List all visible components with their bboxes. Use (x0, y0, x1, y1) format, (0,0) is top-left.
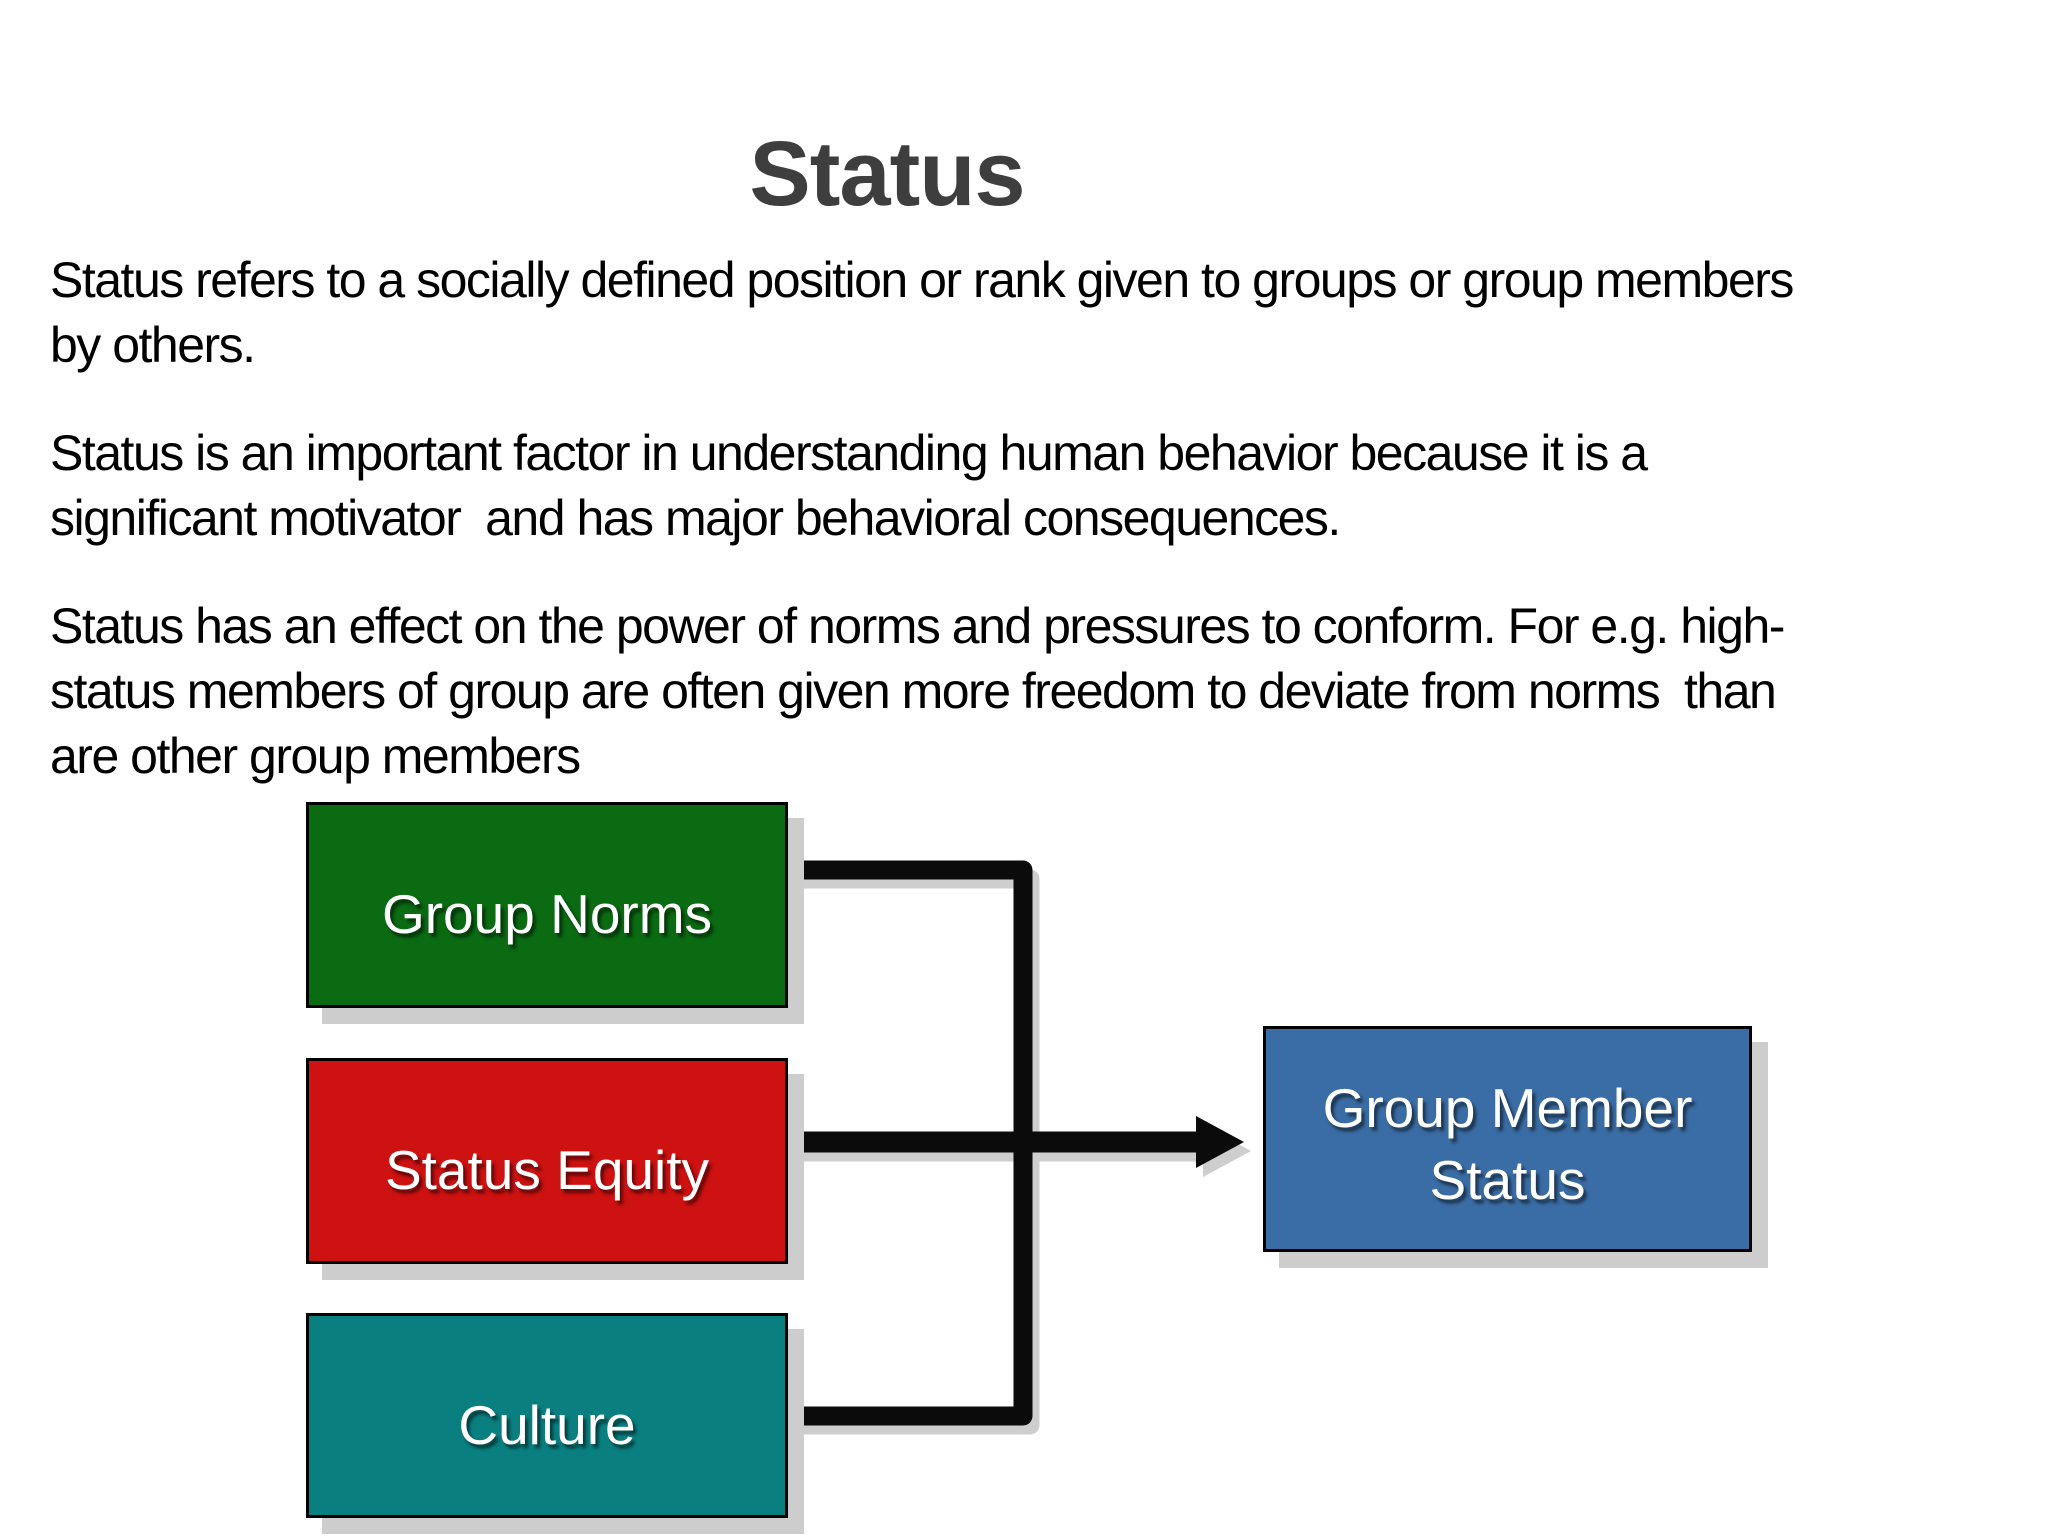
paragraph-3-line-3: are other group members (50, 728, 581, 784)
paragraph-1-line-1: Status refers to a socially defined posi… (50, 252, 1794, 308)
target-label-line-2: Status (1429, 1149, 1586, 1211)
diagram-box-status-equity: Status Equity (306, 1058, 788, 1264)
diagram-box-group-norms: Group Norms (306, 802, 788, 1008)
diagram-box-group-norms-label: Group Norms (381, 883, 713, 945)
paragraph-1-line-2: by others. (50, 317, 256, 373)
diagram-box-status-equity-label: Status Equity (384, 1139, 710, 1201)
elbow-connector (786, 860, 1033, 1426)
slide-title: Status (749, 123, 1025, 225)
paragraph-2-line-2: significant motivator and has major beha… (50, 490, 1341, 546)
body-text: Status refers to a socially defined posi… (50, 248, 2010, 832)
paragraph-2-line-1: Status is an important factor in underst… (50, 425, 1648, 481)
diagram-box-culture-label: Culture (458, 1393, 636, 1456)
target-label-line-1: Group Member (1322, 1077, 1693, 1139)
diagram-box-culture: Culture (306, 1313, 788, 1518)
paragraph-3: Status has an effect on the power of nor… (50, 594, 2010, 789)
paragraph-2: Status is an important factor in underst… (50, 421, 2010, 551)
paragraph-3-line-2: status members of group are often given … (50, 663, 1777, 719)
diagram-box-group-member-status-label: Group Member Status (1323, 1072, 1693, 1216)
paragraph-3-line-1: Status has an effect on the power of nor… (50, 598, 1785, 654)
paragraph-1: Status refers to a socially defined posi… (50, 248, 2010, 378)
diagram-box-group-member-status: Group Member Status (1263, 1026, 1752, 1252)
arrow-head (1196, 1116, 1244, 1168)
connector-shadow (793, 869, 1251, 1435)
